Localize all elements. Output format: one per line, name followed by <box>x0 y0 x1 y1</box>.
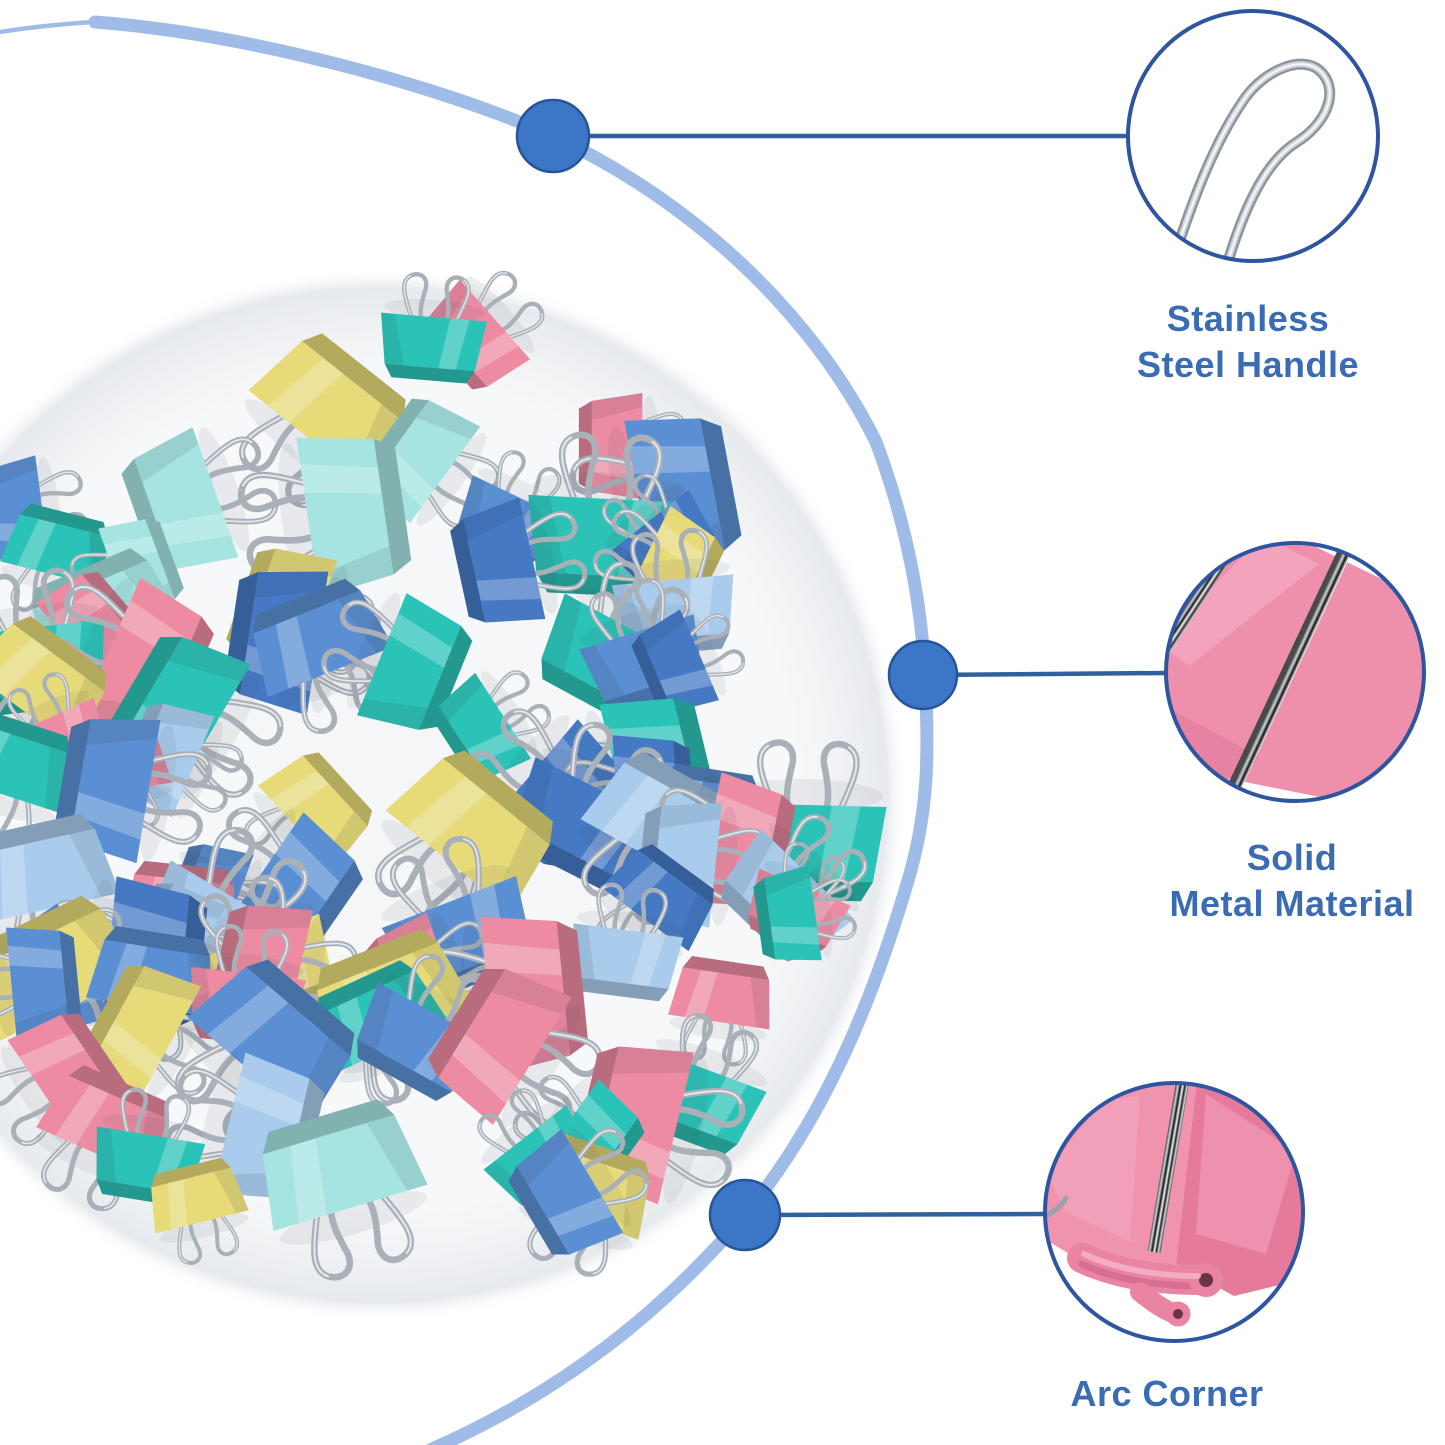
label-line: Stainless <box>1166 298 1330 339</box>
binder-clip <box>0 708 72 852</box>
binder-clip <box>631 608 746 712</box>
label-line: Solid <box>1246 837 1338 878</box>
label-arc-corner: Arc Corner <box>977 1371 1357 1417</box>
binder-clip <box>508 1127 649 1255</box>
callout-circle-solid-metal-material <box>1164 541 1426 803</box>
label-line: Arc Corner <box>1070 1373 1264 1414</box>
pink-clip-metal-rod-closeup-art <box>1166 543 1424 801</box>
closeup-border <box>1164 541 1426 803</box>
callout-circle-arc-corner <box>1043 1081 1305 1343</box>
closeup-border <box>1043 1081 1305 1343</box>
binder-clip <box>321 592 473 730</box>
binder-clip <box>428 968 603 1128</box>
binder-clip <box>450 497 588 623</box>
binder-clip <box>573 882 684 1002</box>
callout-dot-stainless-steel-handle <box>515 98 591 174</box>
binder-clip <box>753 864 857 961</box>
label-solid-metal-material: Solid Metal Material <box>1102 835 1445 927</box>
label-line: Steel Handle <box>1136 344 1360 385</box>
callout-line-solid-metal-material <box>922 670 1167 678</box>
label-stainless-steel-handle: Stainless Steel Handle <box>1058 296 1438 388</box>
callout-dot-arc-corner <box>708 1178 782 1252</box>
binder-clip <box>381 272 487 384</box>
closeup-border <box>1126 9 1380 263</box>
callout-line-arc-corner <box>744 1211 1046 1218</box>
label-line: Metal Material <box>1169 883 1415 924</box>
binder-clip <box>262 1099 428 1281</box>
binder-clip <box>0 927 82 1038</box>
binder-clip <box>151 1157 249 1265</box>
binder-clips-pile <box>0 270 887 1281</box>
callout-dot-solid-metal-material <box>887 639 959 711</box>
steel-wire-handle-closeup-art <box>1159 58 1336 261</box>
callout-circle-stainless-steel-handle <box>1126 9 1380 263</box>
